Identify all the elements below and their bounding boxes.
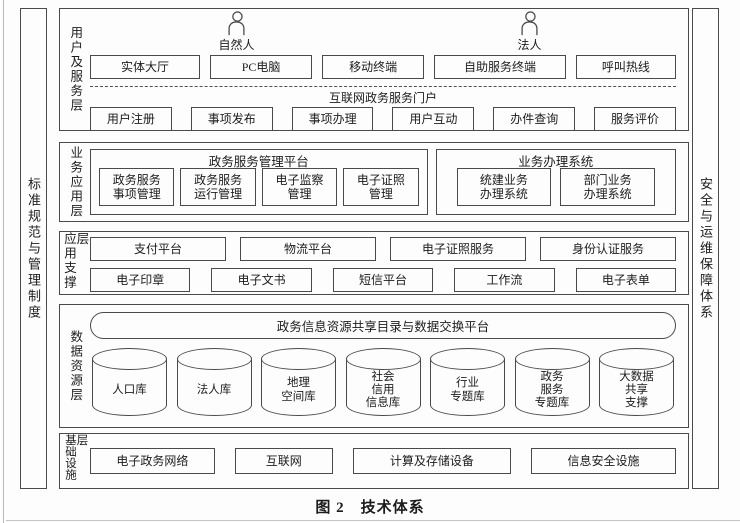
right-pillar-label: 安全与运维保障体系 <box>698 176 713 321</box>
cylinder-top-ellipse <box>430 348 505 370</box>
subsystem-box: 电子监察 管理 <box>261 168 338 206</box>
layer-infrastructure: 基础设施层 电子政务网络 互联网 计算及存储设备 信息安全设施 <box>59 433 689 489</box>
layer-label-user-service: 用户及服务层 <box>68 26 83 113</box>
group-items-row: 统建业务 办理系统 部门业务 办理系统 <box>456 168 655 206</box>
share-exchange-platform-pill: 政务信息资源共享目录与数据交换平台 <box>90 312 676 339</box>
support-box: 电子表单 <box>575 268 677 292</box>
layer-label-data-resource: 数据资源层 <box>68 329 83 403</box>
layer-application-support-content: 支付平台 物流平台 电子证照服务 身份认证服务 电子印章 电子文书 短信平台 工… <box>90 232 688 294</box>
actor-label: 法人 <box>517 38 542 52</box>
database-cylinder-industry-theme: 行业 专题库 <box>430 348 505 416</box>
layer-data-resource-content: 政务信息资源共享目录与数据交换平台 人口库 法人库 地理 空间库 <box>90 305 688 427</box>
function-box: 办件查询 <box>493 107 576 131</box>
database-cylinder-social-credit: 社会 信用 信息库 <box>345 348 421 416</box>
layer-data-resource: 数据资源层 政务信息资源共享目录与数据交换平台 人口库 法人库 地理 空 <box>59 304 689 428</box>
support-box: 身份认证服务 <box>540 237 676 261</box>
channel-box: 实体大厅 <box>90 55 200 79</box>
database-cylinder-big-data: 大数据 共享 支撑 <box>599 348 674 416</box>
cylinder-top-ellipse <box>176 348 252 370</box>
database-label: 人口库 <box>112 383 147 396</box>
database-label: 行业 专题库 <box>450 377 485 403</box>
cylinder-top-ellipse <box>345 348 421 370</box>
natural-person-icon <box>228 11 245 36</box>
subsystem-box: 政务服务 运行管理 <box>180 168 256 206</box>
actors-row: 自然人 法人 <box>90 9 676 53</box>
function-box: 事项办理 <box>291 107 374 131</box>
database-label: 社会 信用 信息库 <box>365 370 401 410</box>
function-box: 服务评价 <box>594 107 676 131</box>
support-row-1: 支付平台 物流平台 电子证照服务 身份认证服务 <box>90 232 676 261</box>
infra-box: 信息安全设施 <box>531 448 676 474</box>
business-groups-row: 政务服务管理平台 政务服务 事项管理 政务服务 运行管理 电子监察 管理 电子证… <box>90 143 676 215</box>
support-box: 工作流 <box>454 268 555 292</box>
layer-business-application-content: 政务服务管理平台 政务服务 事项管理 政务服务 运行管理 电子监察 管理 电子证… <box>90 143 688 221</box>
group-service-management-platform: 政务服务管理平台 政务服务 事项管理 政务服务 运行管理 电子监察 管理 电子证… <box>90 149 428 215</box>
support-row-2: 电子印章 电子文书 短信平台 工作流 电子表单 <box>90 268 677 292</box>
legal-person-icon <box>521 11 538 36</box>
layer-label-application-support: 应用支撑层 <box>62 232 89 290</box>
channel-box: PC电脑 <box>209 55 313 79</box>
actor-label: 自然人 <box>218 38 255 52</box>
database-cylinder-geospatial: 地理 空间库 <box>261 348 336 416</box>
function-box: 事项发布 <box>190 107 273 131</box>
support-box: 物流平台 <box>240 237 376 261</box>
page-edge-line-bottom <box>6 520 740 521</box>
support-box: 支付平台 <box>90 237 226 261</box>
layer-application-support: 应用支撑层 支付平台 物流平台 电子证照服务 身份认证服务 电子印章 电子文书 … <box>59 231 689 295</box>
cylinder-top-ellipse <box>514 348 590 370</box>
infra-box: 计算及存储设备 <box>352 448 512 474</box>
portal-function-row: 用户注册 事项发布 事项办理 用户互动 办件查询 服务评价 <box>90 107 676 131</box>
actor-natural-person: 自然人 <box>90 11 383 53</box>
database-label: 地理 空间库 <box>281 377 316 403</box>
database-cylinder-gov-service-theme: 政务 服务 专题库 <box>514 348 590 416</box>
database-label: 政务 服务 专题库 <box>534 370 570 410</box>
layer-label-business-application: 业务应用层 <box>68 145 83 219</box>
infra-box: 电子政务网络 <box>90 448 215 474</box>
cylinder-top-ellipse <box>261 348 336 370</box>
infra-box: 互联网 <box>234 448 333 474</box>
portal-label: 互联网政务服务门户 <box>328 91 437 105</box>
layer-label-infrastructure: 基础设施层 <box>64 434 88 480</box>
portal-dashed-divider <box>90 86 676 87</box>
group-items-row: 政务服务 事项管理 政务服务 运行管理 电子监察 管理 电子证照 管理 <box>99 168 419 206</box>
support-box: 电子文书 <box>211 268 312 292</box>
channel-box: 呼叫热线 <box>575 55 676 79</box>
figure-caption: 图 2 技术体系 <box>315 500 425 516</box>
database-label: 法人库 <box>196 383 232 396</box>
database-row: 人口库 法人库 地理 空间库 社会 信用 信息库 <box>90 348 676 416</box>
cylinder-top-ellipse <box>599 348 674 370</box>
subsystem-box: 政务服务 事项管理 <box>99 168 175 206</box>
channel-box: 自助服务终端 <box>434 55 566 79</box>
support-box: 电子证照服务 <box>390 237 526 261</box>
function-box: 用户互动 <box>392 107 475 131</box>
database-label: 大数据 共享 支撑 <box>619 370 654 410</box>
actor-legal-person: 法人 <box>383 11 676 53</box>
right-pillar-security: 安全与运维保障体系 <box>692 8 719 489</box>
left-pillar-label: 标准规范与管理制度 <box>26 176 41 321</box>
subsystem-box: 电子证照 管理 <box>343 168 419 206</box>
infrastructure-row: 电子政务网络 互联网 计算及存储设备 信息安全设施 <box>90 434 676 474</box>
group-title: 业务办理系统 <box>518 155 594 169</box>
page-edge-line-left <box>3 0 4 523</box>
left-pillar-standards: 标准规范与管理制度 <box>20 8 47 489</box>
database-cylinder-legal-entity: 法人库 <box>176 348 252 416</box>
layer-user-service: 用户及服务层 自然人 法人 <box>59 8 689 131</box>
layer-business-application: 业务应用层 政务服务管理平台 政务服务 事项管理 政务服务 运行管理 电子监察 … <box>59 142 689 222</box>
support-box: 短信平台 <box>332 268 434 292</box>
layer-infrastructure-content: 电子政务网络 互联网 计算及存储设备 信息安全设施 <box>90 434 688 488</box>
channel-box: 移动终端 <box>322 55 425 79</box>
cylinder-top-ellipse <box>92 348 167 370</box>
group-title: 政务服务管理平台 <box>208 155 309 169</box>
support-box: 电子印章 <box>90 268 191 292</box>
function-box: 用户注册 <box>90 107 172 131</box>
channel-row: 实体大厅 PC电脑 移动终端 自助服务终端 呼叫热线 <box>90 55 676 79</box>
group-business-handling-systems: 业务办理系统 统建业务 办理系统 部门业务 办理系统 <box>435 149 676 215</box>
subsystem-box: 统建业务 办理系统 <box>456 168 552 206</box>
layer-user-service-content: 自然人 法人 实体大厅 PC电脑 移动终端 自助服务终端 呼叫热线 互联网政务服… <box>90 9 688 131</box>
subsystem-box: 部门业务 办理系统 <box>560 168 655 206</box>
database-cylinder-population: 人口库 <box>92 348 167 416</box>
